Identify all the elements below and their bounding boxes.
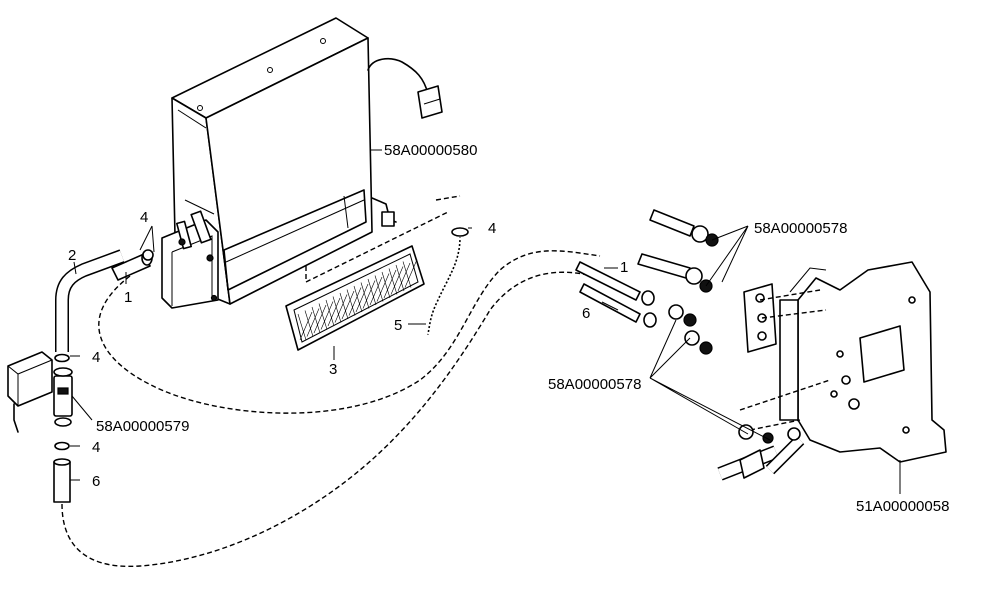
heater-unit	[161, 17, 443, 309]
tube-1-right	[575, 261, 657, 328]
hose-2	[55, 249, 154, 352]
label-6-left: 6	[92, 473, 100, 490]
label-4-pump-top: 4	[92, 349, 100, 366]
label-bracket: 51A00000058	[856, 498, 949, 515]
label-pump: 58A00000579	[96, 418, 189, 435]
label-fittings-bottom: 58A00000578	[548, 376, 641, 393]
leader-lines	[70, 149, 901, 494]
corrugated-hose	[425, 227, 469, 335]
air-filter	[285, 195, 461, 351]
mounting-bracket	[739, 261, 947, 463]
label-1-right: 1	[620, 259, 628, 276]
callout-labels: 58A00000580 58A00000578 58A00000578 58A0…	[68, 142, 949, 515]
label-6-right: 6	[582, 305, 590, 322]
label-4-pump-bottom: 4	[92, 439, 100, 456]
label-4-hose-top: 4	[488, 220, 496, 237]
label-heater-unit: 58A00000580	[384, 142, 477, 159]
label-fittings-top: 58A00000578	[754, 220, 847, 237]
fuel-line-return	[61, 271, 593, 568]
label-3: 3	[329, 361, 337, 378]
fittings	[637, 209, 805, 481]
label-2: 2	[68, 247, 76, 264]
label-4-heater: 4	[140, 209, 148, 226]
label-1-left: 1	[124, 289, 132, 306]
fuel-pump	[7, 351, 73, 503]
label-5: 5	[394, 317, 402, 334]
